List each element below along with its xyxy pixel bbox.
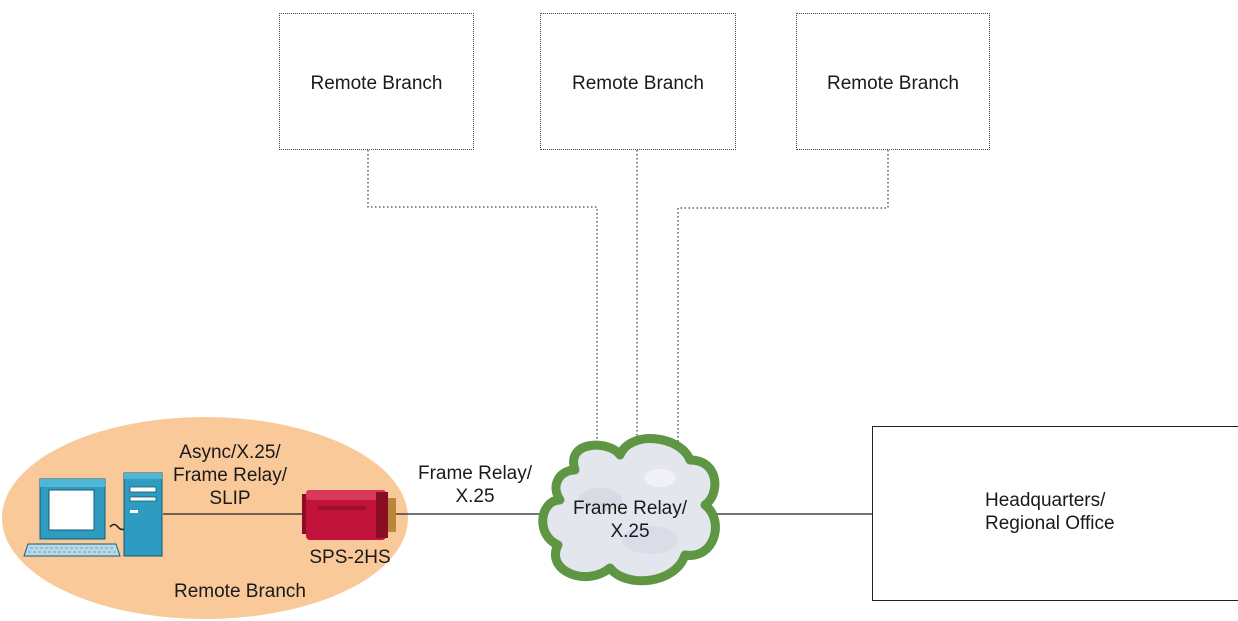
device-label: SPS-2HS bbox=[309, 547, 391, 568]
headquarters-label-line-1: Headquarters/ bbox=[985, 490, 1106, 511]
cloud-label-line-1: Frame Relay/ bbox=[572, 498, 688, 519]
cloud-label-line-2: X.25 bbox=[610, 521, 650, 542]
dotted-link-1 bbox=[367, 150, 598, 455]
frame-relay-cloud-icon bbox=[538, 434, 720, 586]
wan-link-label-line-2: X.25 bbox=[455, 486, 495, 507]
headquarters-box: Headquarters/ Regional Office bbox=[872, 426, 1238, 601]
remote-branch-label-1: Remote Branch bbox=[310, 73, 443, 94]
computer-icon bbox=[23, 472, 163, 557]
sps-2hs-device-icon bbox=[302, 490, 396, 540]
branch-area bbox=[2, 417, 408, 619]
remote-branch-box-2: Remote Branch bbox=[540, 13, 736, 150]
branch-area-label: Remote Branch bbox=[173, 581, 306, 602]
remote-branch-label-3: Remote Branch bbox=[826, 73, 959, 94]
wan-link-label-line-1: Frame Relay/ bbox=[417, 463, 533, 484]
dotted-link-3 bbox=[677, 150, 889, 450]
remote-branch-label-2: Remote Branch bbox=[571, 73, 704, 94]
headquarters-label-line-2: Regional Office bbox=[985, 513, 1115, 534]
branch-link-label-line-2: Frame Relay/ bbox=[172, 465, 288, 486]
remote-branch-box-3: Remote Branch bbox=[796, 13, 990, 150]
remote-branch-box-1: Remote Branch bbox=[279, 13, 474, 150]
branch-link-label-line-1: Async/X.25/ bbox=[179, 442, 281, 463]
branch-link-label-line-3: SLIP bbox=[209, 488, 251, 509]
